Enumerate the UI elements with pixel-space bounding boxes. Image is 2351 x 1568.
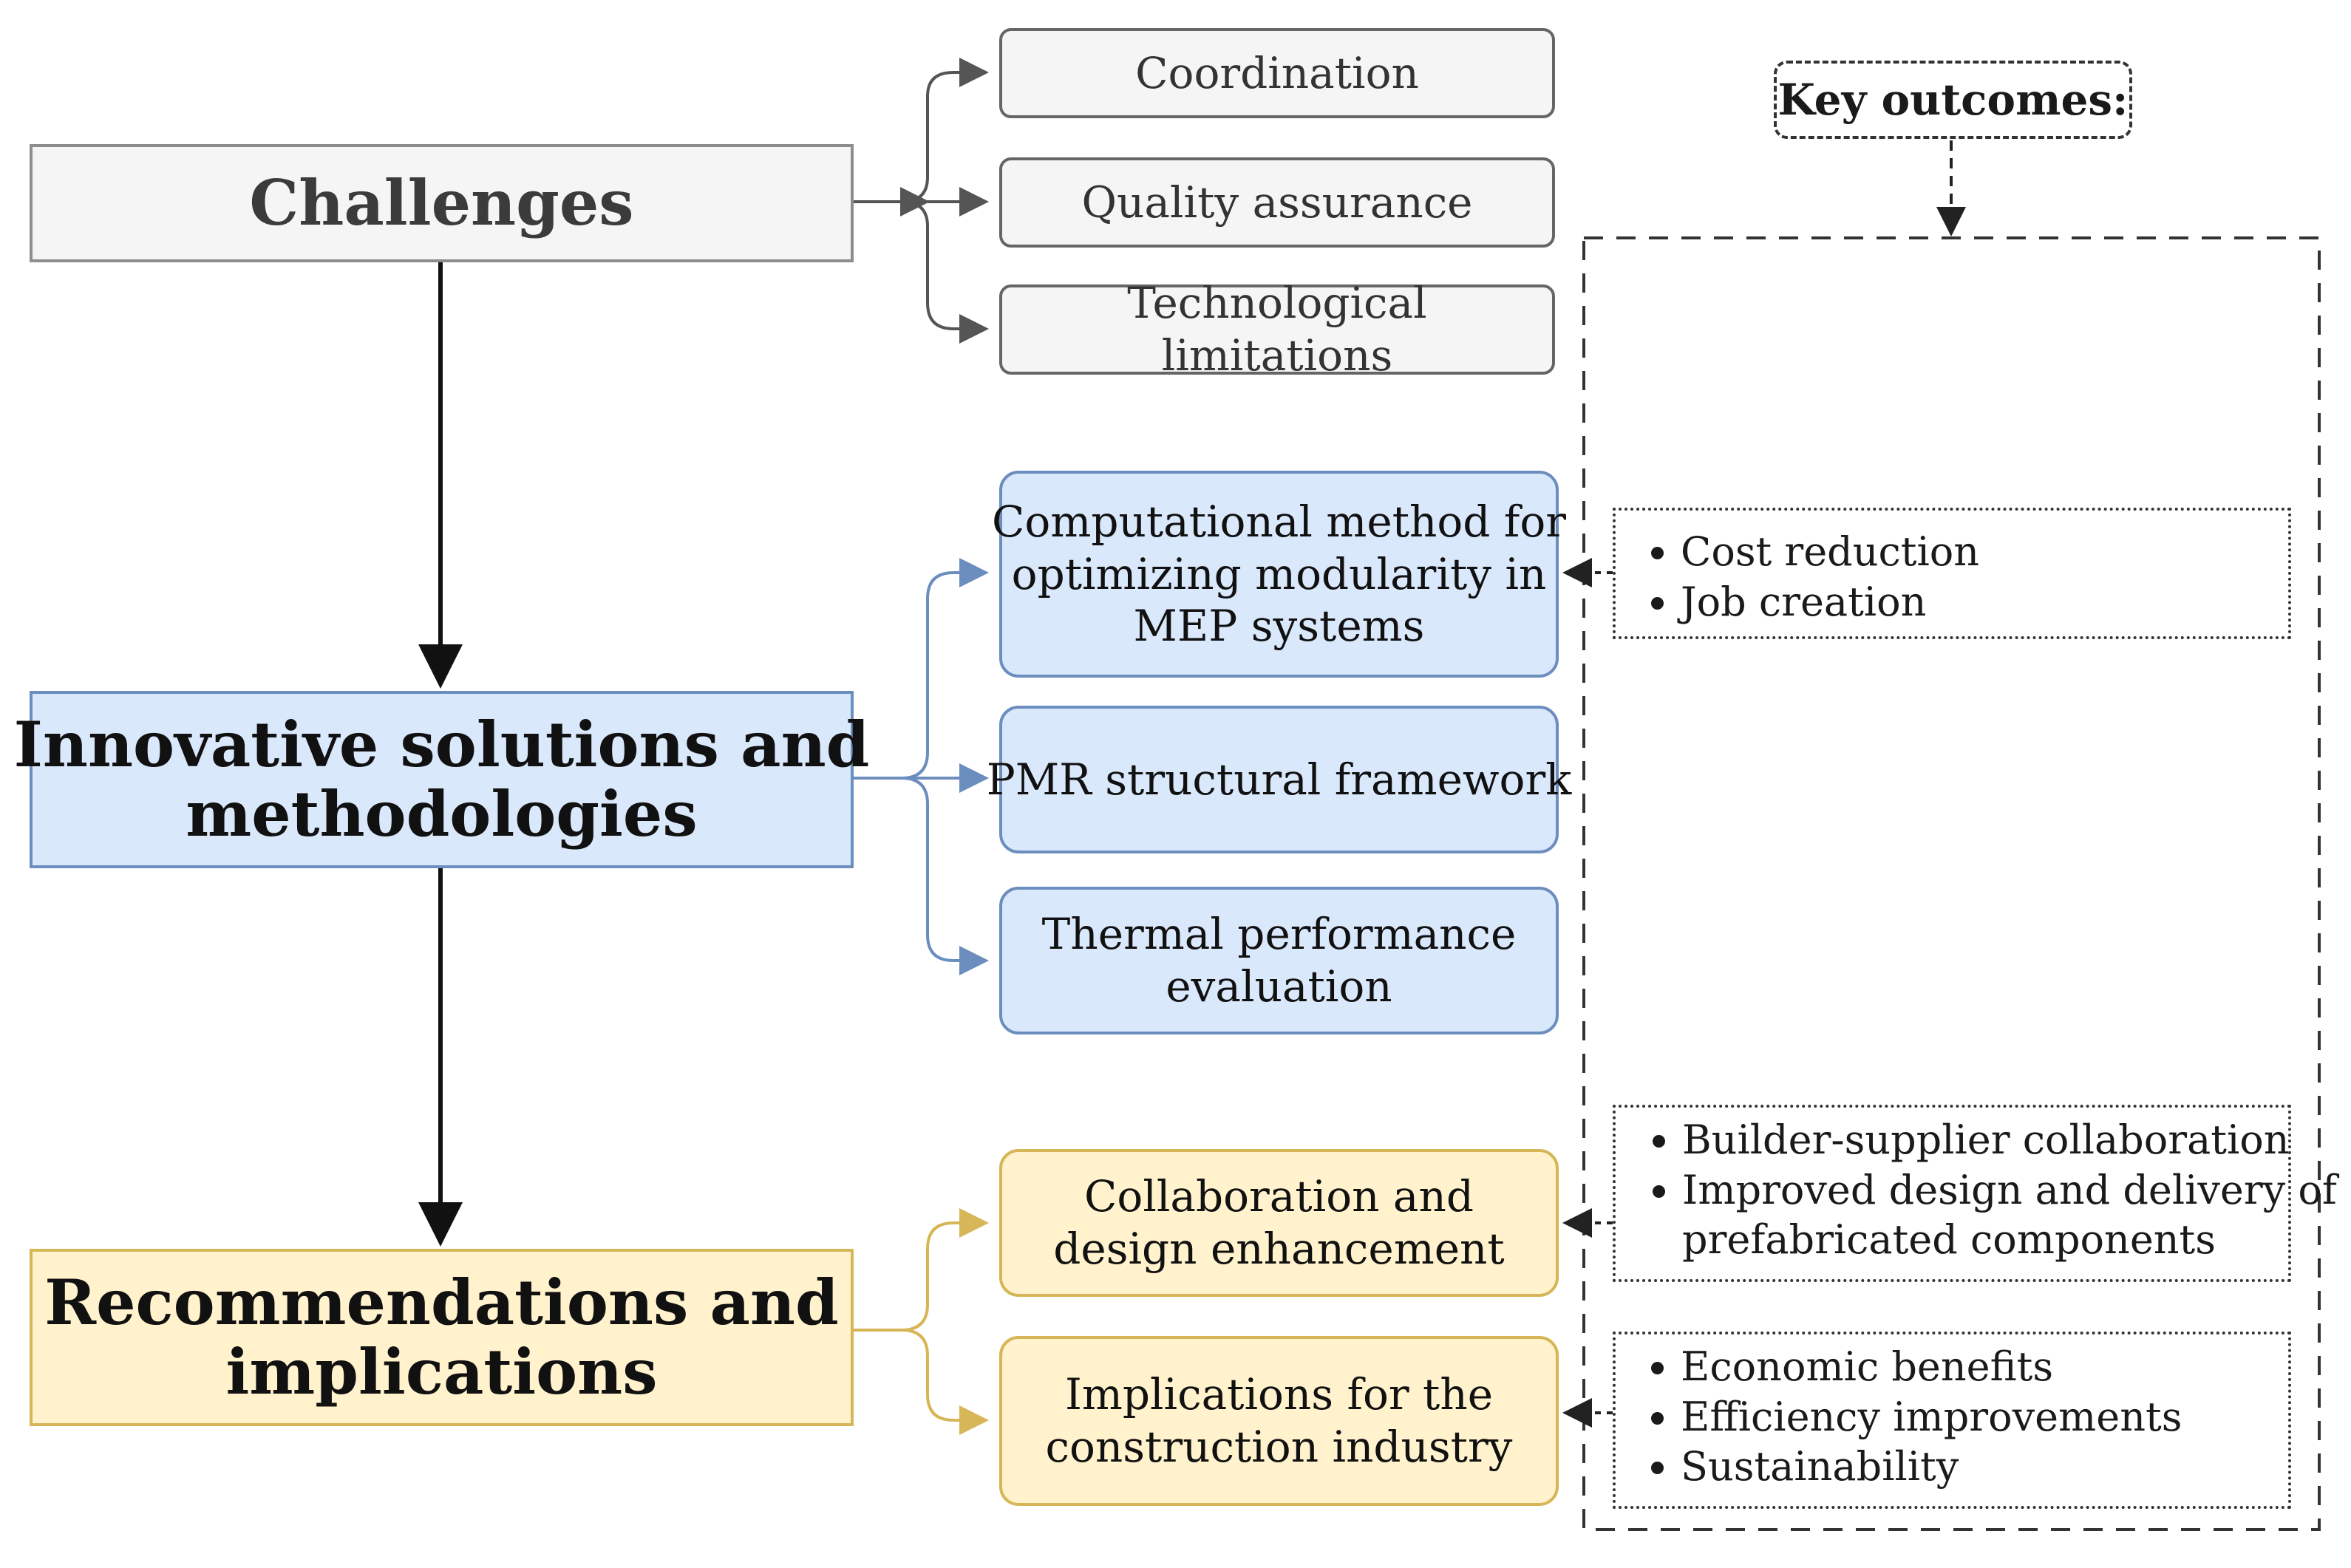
outcome-list-1: Cost reduction Job creation (1616, 527, 2288, 627)
computational-line-3: MEP systems (1133, 601, 1425, 652)
pmr-framework-label: PMR structural framework (986, 754, 1572, 805)
recommendations-title-line-1: Recommendations and (44, 1265, 839, 1339)
thermal-performance-box: Thermal performance evaluation (999, 887, 1559, 1034)
key-outcomes-text: Key outcomes: (1777, 75, 2129, 125)
outcome-item: Efficiency improvements (1681, 1392, 2288, 1442)
outcome-item-line: Improved design and delivery of (1682, 1166, 2337, 1213)
implications-box: Implications for the construction indust… (999, 1336, 1559, 1506)
quality-assurance-label: Quality assurance (1081, 177, 1473, 228)
challenges-branches (854, 58, 989, 344)
thermal-line-1: Thermal performance (1041, 909, 1517, 960)
innovative-title-line-2: methodologies (186, 777, 698, 851)
computational-method-box: Computational method for optimizing modu… (992, 471, 1566, 678)
outcome-item: Sustainability (1681, 1442, 2288, 1492)
recommendations-branches (854, 1208, 989, 1435)
technological-limitations-box: Technological limitations (999, 278, 1555, 381)
coordination-label: Coordination (1135, 47, 1419, 98)
outcome-list-2: Builder-supplier collaboration Improved … (1616, 1115, 2337, 1265)
innovative-title-line-1: Innovative solutions and (13, 707, 870, 781)
pmr-framework-box: PMR structural framework (987, 706, 1571, 853)
outcome-item: Improved design and delivery of prefabri… (1682, 1165, 2337, 1265)
collaboration-line-2: design enhancement (1053, 1224, 1505, 1274)
technological-limitations-label: Technological limitations (1127, 278, 1427, 381)
outcome-item: Builder-supplier collaboration (1682, 1115, 2290, 1165)
coordination-box: Coordination (999, 28, 1555, 118)
computational-line-2: optimizing modularity in (1011, 548, 1547, 599)
innovative-solutions-box: Innovative solutions and methodologies (14, 691, 869, 868)
key-outcomes-label: Key outcomes: (1774, 61, 2132, 139)
innovative-branches (854, 558, 989, 975)
outcome-item-line: prefabricated components (1682, 1216, 2216, 1263)
outcome-item: Economic benefits (1681, 1342, 2288, 1392)
challenges-box: Challenges (30, 144, 854, 262)
outcome-group-1: Cost reduction Job creation (1613, 508, 2291, 639)
implications-line-2: construction industry (1045, 1422, 1513, 1472)
collaboration-line-1: Collaboration and (1084, 1171, 1474, 1222)
computational-line-1: Computational method for (992, 496, 1566, 547)
quality-assurance-box: Quality assurance (999, 157, 1555, 248)
outcome-item: Job creation (1681, 577, 2288, 627)
challenges-title: Challenges (249, 166, 634, 239)
implications-line-1: Implications for the (1064, 1369, 1494, 1420)
collaboration-box: Collaboration and design enhancement (999, 1149, 1559, 1297)
outcome-item: Cost reduction (1681, 527, 2288, 577)
outcome-list-3: Economic benefits Efficiency improvement… (1616, 1342, 2288, 1492)
recommendations-box: Recommendations and implications (30, 1249, 854, 1426)
thermal-line-2: evaluation (1166, 961, 1392, 1012)
recommendations-title-line-2: implications (225, 1335, 658, 1408)
outcome-group-2: Builder-supplier collaboration Improved … (1613, 1105, 2337, 1282)
outcome-group-3: Economic benefits Efficiency improvement… (1613, 1332, 2291, 1509)
